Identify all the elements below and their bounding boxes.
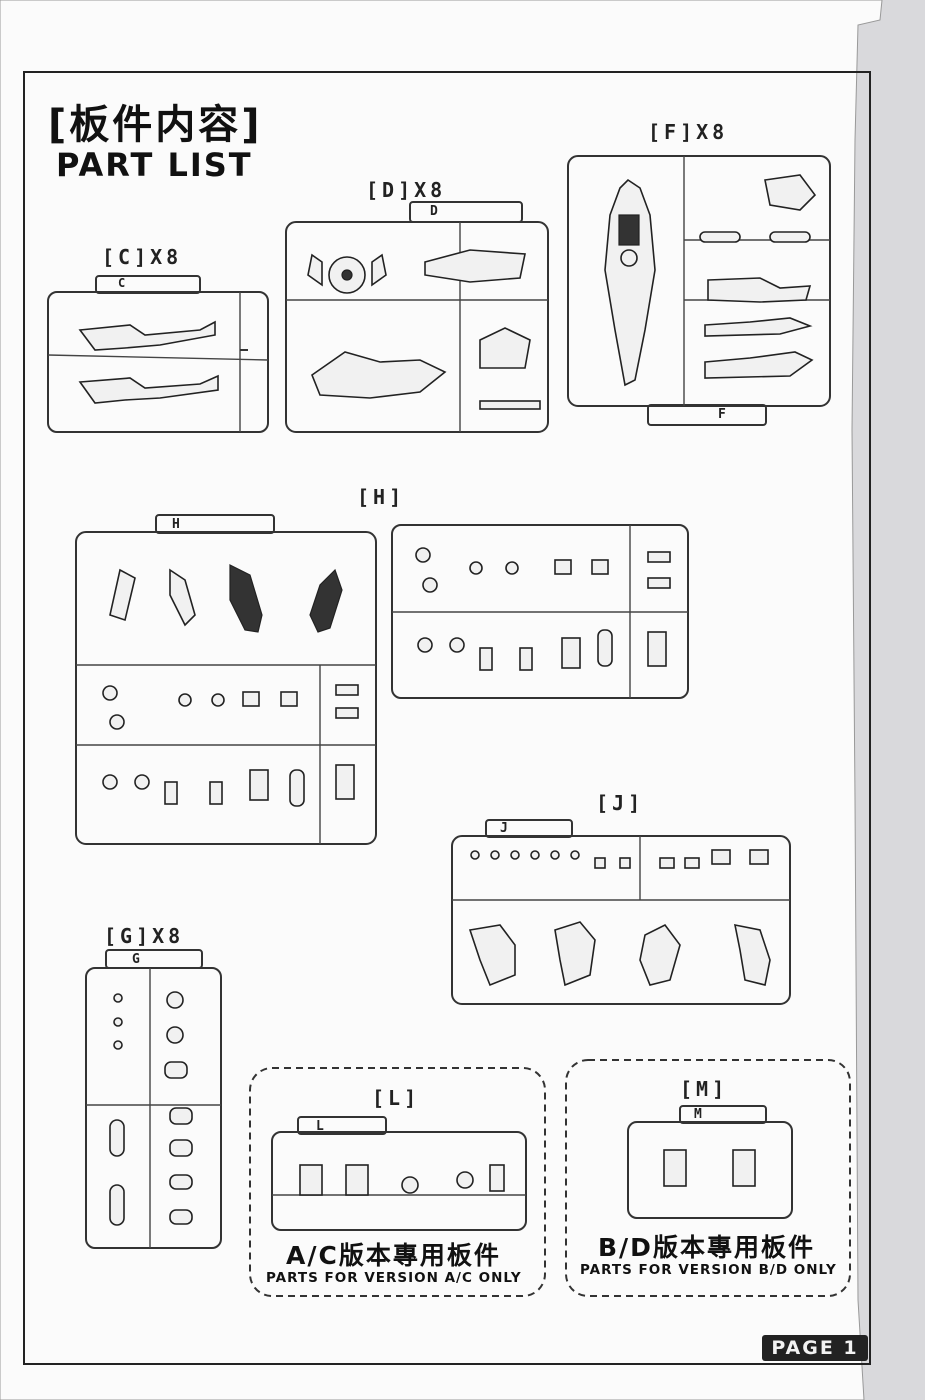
page-number-label: PAGE 1	[762, 1335, 868, 1361]
runner-c	[47, 275, 269, 433]
section-f-label: [F]X8	[648, 120, 729, 144]
runner-c-tab: C	[118, 276, 126, 290]
runner-g	[85, 949, 222, 1249]
runner-f	[567, 155, 831, 426]
paper	[0, 0, 883, 1400]
section-h-label: [H]	[357, 485, 406, 509]
bd-only-note-en: PARTS FOR VERSION B/D ONLY	[580, 1262, 837, 1278]
runner-d	[285, 201, 549, 433]
runner-f-tab: F	[718, 407, 726, 422]
runner-j-tab: J	[500, 821, 508, 836]
runner-m-tab: M	[694, 1107, 702, 1122]
runner-h-tab: H	[172, 517, 180, 532]
page-border	[23, 71, 871, 1365]
section-j-label: [J]	[596, 791, 645, 815]
section-d-label: [D]X8	[366, 178, 447, 202]
ac-only-note-cn: A/C版本專用板件	[286, 1241, 501, 1270]
section-m-label: [M]	[680, 1077, 729, 1101]
bd-only-note-cn: B/D版本專用板件	[598, 1233, 815, 1262]
l-exclusive-frame	[249, 1067, 546, 1297]
section-c-label: [C]X8	[102, 245, 183, 269]
runner-h-left	[75, 514, 377, 845]
runner-d-tab: D	[430, 204, 438, 219]
runner-j	[451, 819, 791, 1005]
runner-m	[627, 1105, 793, 1219]
page-title-en: PART LIST	[56, 146, 253, 184]
runner-h-right	[391, 524, 689, 699]
runner-g-tab: G	[132, 952, 140, 967]
page-title-cn: [板件内容]	[48, 102, 263, 148]
runner-l-tab: L	[316, 1119, 324, 1134]
section-l-label: [L]	[372, 1086, 421, 1110]
m-exclusive-frame	[565, 1059, 851, 1297]
runner-l	[271, 1116, 527, 1231]
ac-only-note-en: PARTS FOR VERSION A/C ONLY	[266, 1270, 522, 1286]
section-g-label: [G]X8	[104, 924, 185, 948]
